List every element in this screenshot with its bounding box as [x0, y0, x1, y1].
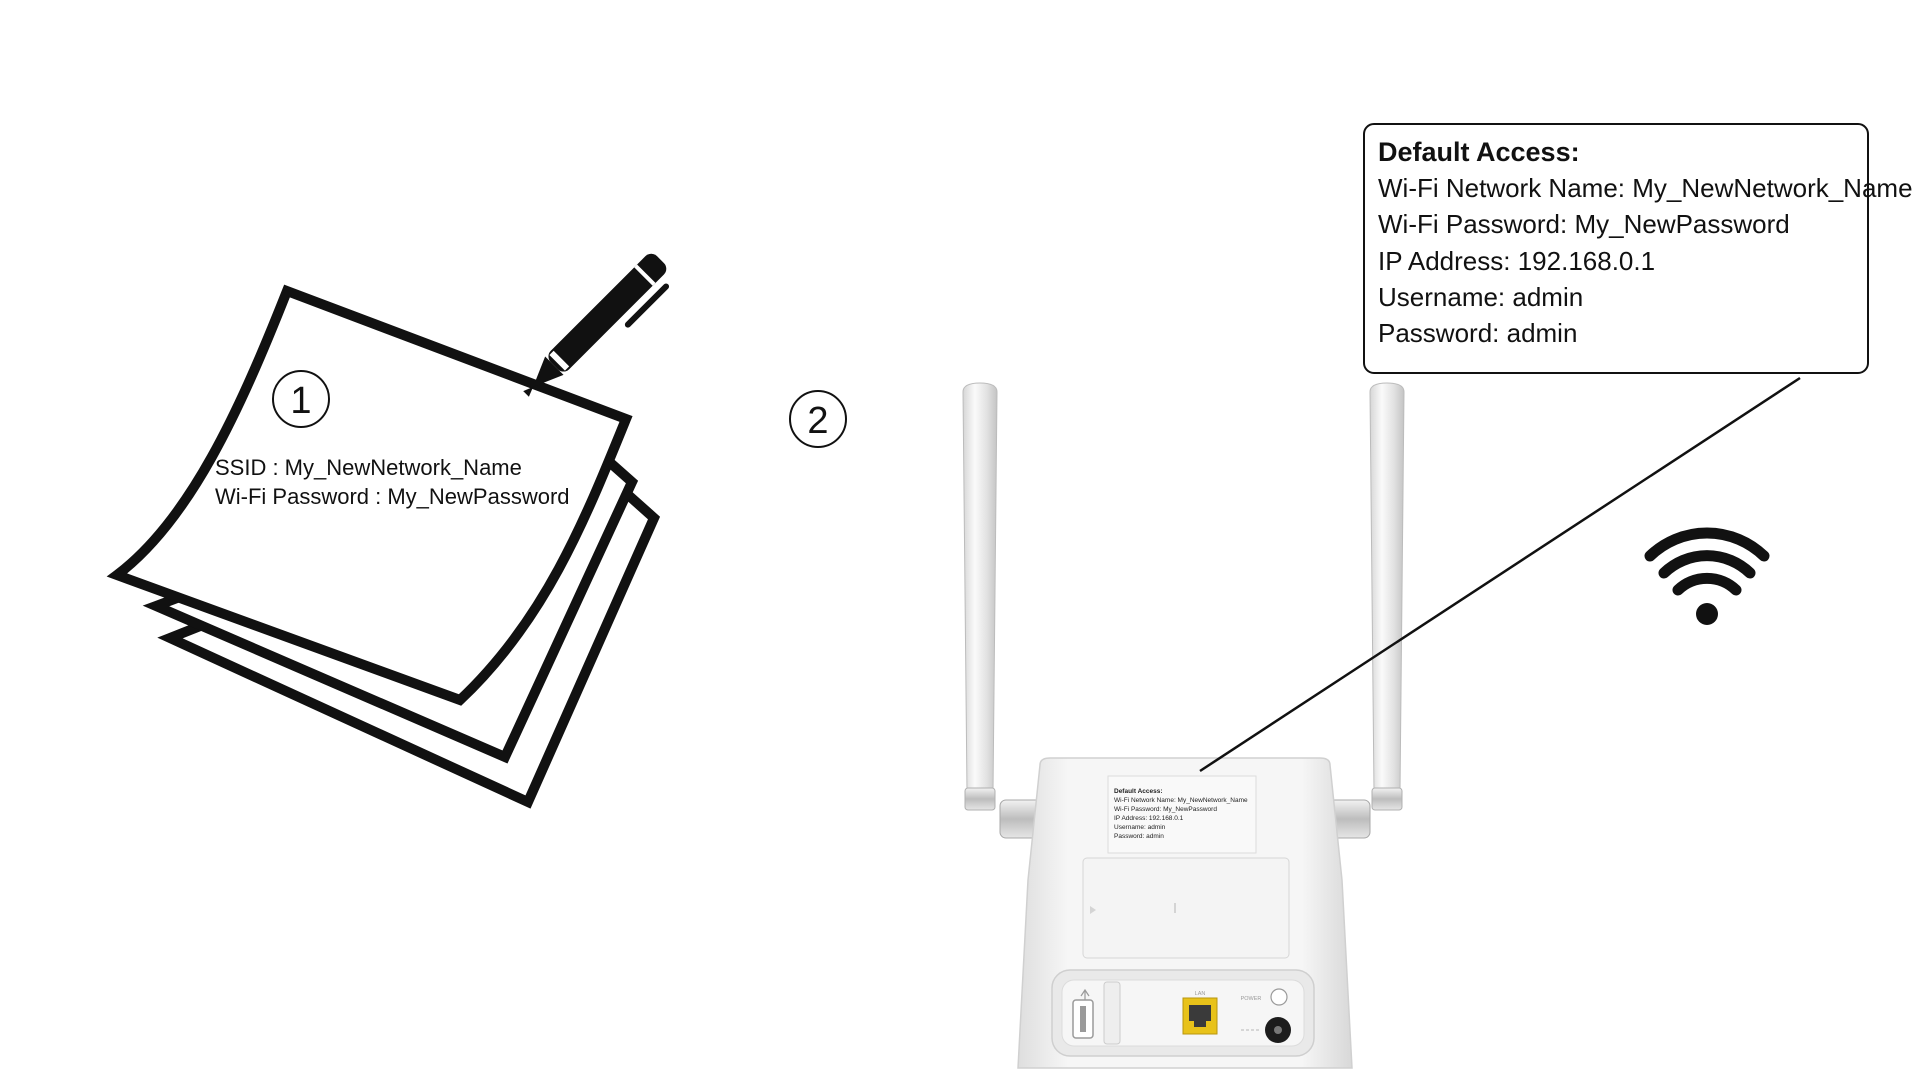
router-label-password: Password: admin [1114, 833, 1164, 840]
power-port-label: POWER [1241, 996, 1262, 1002]
router-label-username: Username: admin [1114, 824, 1166, 831]
router-cover-panel [1082, 857, 1290, 959]
callout-line-password: Password: admin [1378, 318, 1577, 348]
wifi-icon [1644, 527, 1770, 625]
callout-line-wifi-password: Wi-Fi Password: My_NewPassword [1378, 209, 1790, 239]
step-1-number: 1 [290, 380, 311, 422]
default-access-callout: Default Access: Wi-Fi Network Name: My_N… [1363, 123, 1913, 374]
lan-port-label: LAN [1195, 991, 1206, 997]
callout-title: Default Access: [1378, 137, 1580, 167]
router-label-title: Default Access: [1114, 788, 1163, 795]
router-label-wifi-name: Wi-Fi Network Name: My_NewNetwork_Name [1114, 797, 1248, 804]
callout-line-wifi-name: Wi-Fi Network Name: My_NewNetwork_Name [1378, 173, 1913, 203]
left-antenna [962, 382, 1060, 839]
lan-port: LAN [1182, 991, 1218, 1035]
note-password-text: Wi-Fi Password : My_NewPassword [215, 484, 570, 509]
notepad-top-sheet [106, 284, 633, 706]
power-port: POWER [1241, 988, 1291, 1043]
callout-leader-line [1199, 376, 1801, 773]
router-label-sticker: Default Access: Wi-Fi Network Name: My_N… [1107, 775, 1257, 854]
step-2-number: 2 [807, 400, 828, 442]
step-1-marker: 1 [272, 370, 330, 428]
step-2-marker: 2 [789, 390, 847, 448]
router-label-ip-address: IP Address: 192.168.0.1 [1114, 815, 1184, 822]
callout-line-ip-address: IP Address: 192.168.0.1 [1378, 246, 1655, 276]
router-label-wifi-password: Wi-Fi Password: My_NewPassword [1114, 806, 1217, 813]
usb-icon [1072, 988, 1094, 1039]
router-image: Default Access: Wi-Fi Network Name: My_N… [962, 382, 1405, 1069]
note-ssid-text: SSID : My_NewNetwork_Name [215, 455, 522, 480]
pen-icon [523, 253, 670, 397]
notepad-icon [106, 284, 661, 809]
callout-line-username: Username: admin [1378, 282, 1583, 312]
